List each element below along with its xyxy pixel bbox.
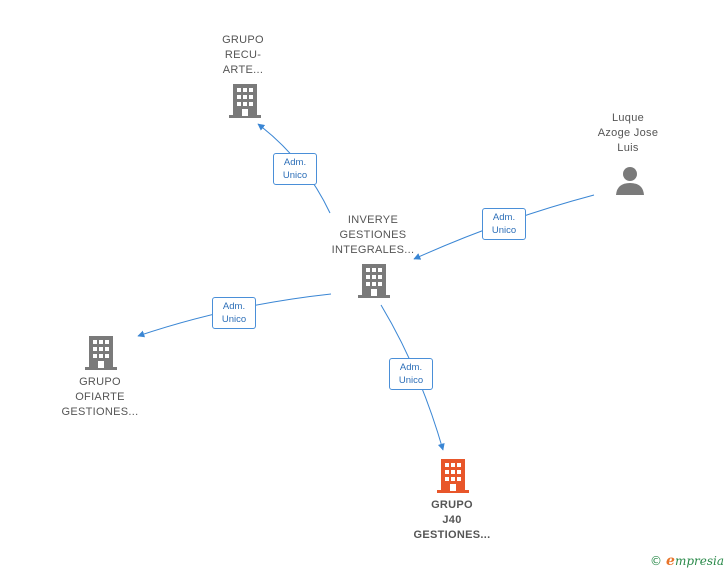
edge-label-line: Adm. [492,212,516,223]
node-label-j40: GRUPO J40 GESTIONES... [400,498,504,543]
node-label-line: Luis [617,142,639,154]
edge-label-line: Unico [491,225,517,236]
edge-label-line: Unico [282,170,308,181]
edge-label-inverye-ofiarte: Adm. Unico [212,297,256,329]
node-label-recuarte: GRUPO RECU- ARTE... [205,33,281,78]
node-label-inverye: INVERYE GESTIONES INTEGRALES... [323,213,423,258]
node-label-line: J40 [442,514,462,526]
building-icon[interactable] [358,264,390,298]
brand-name: mpresia [674,554,724,568]
edge-label-line: Unico [398,375,424,386]
empresia-watermark: ©empresia [650,553,724,569]
node-label-luque: Luque Azoge Jose Luis [588,111,668,156]
node-label-line: Azoge Jose [597,127,659,139]
brand-initial: e [666,553,675,569]
edge-label-line: Adm. [283,157,307,168]
edge-label-inverye-j40: Adm. Unico [389,358,433,390]
node-label-line: INTEGRALES... [331,244,415,256]
node-label-line: GRUPO [222,34,264,46]
node-label-line: ARTE... [222,64,264,76]
edge-label-line: Adm. [222,301,246,312]
building-icon[interactable] [229,84,261,118]
node-label-line: GESTIONES... [61,406,139,418]
node-label-ofiarte: GRUPO OFIARTE GESTIONES... [50,375,150,420]
node-label-line: GESTIONES [339,229,407,241]
edge-label-inverye-recuarte: Adm. Unico [273,153,317,185]
node-label-line: INVERYE [347,214,399,226]
node-label-line: Luque [611,112,645,124]
node-label-line: GRUPO [79,376,121,388]
node-label-line: RECU- [224,49,262,61]
person-icon[interactable] [615,165,645,195]
building-icon[interactable] [437,459,469,493]
copyright-symbol: © [650,554,663,568]
node-label-line: GESTIONES... [413,529,491,541]
edge-label-line: Adm. [399,362,423,373]
building-icon[interactable] [85,336,117,370]
edge-label-line: Unico [221,314,247,325]
node-label-line: OFIARTE [75,391,125,403]
node-label-line: GRUPO [431,499,473,511]
edge-label-luque-inverye: Adm. Unico [482,208,526,240]
